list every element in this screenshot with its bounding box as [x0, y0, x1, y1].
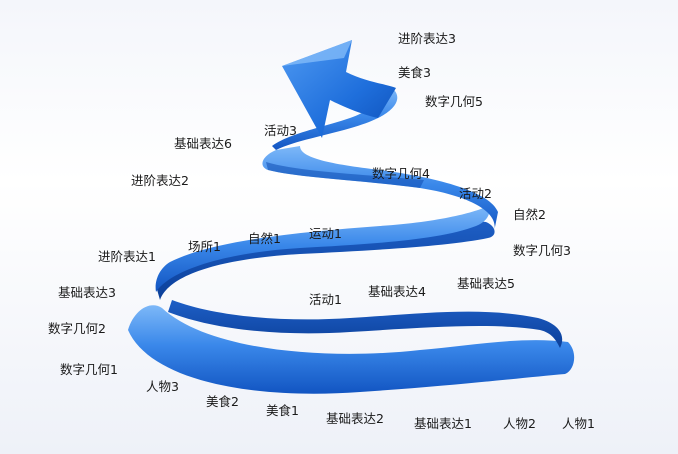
label-nature-2: 自然2 [513, 207, 546, 222]
ribbon-middle-front [155, 206, 490, 292]
label-basic-expression-4: 基础表达4 [368, 284, 426, 299]
label-advanced-expression-2: 进阶表达2 [131, 173, 189, 188]
label-nature-1: 自然1 [248, 231, 281, 246]
label-basic-expression-3: 基础表达3 [58, 285, 116, 300]
label-food-1: 美食1 [266, 403, 299, 418]
label-people-3: 人物3 [146, 379, 179, 394]
label-basic-expression-6: 基础表达6 [174, 136, 232, 151]
ribbon-upper-band [262, 146, 498, 232]
label-sport-1: 运动1 [309, 226, 342, 241]
label-basic-expression-2: 基础表达2 [326, 411, 384, 426]
label-activity-1: 活动1 [309, 292, 342, 307]
label-basic-expression-5: 基础表达5 [457, 276, 515, 291]
label-food-3: 美食3 [398, 65, 431, 80]
label-advanced-expression-1: 进阶表达1 [98, 249, 156, 264]
label-number-geometry-4: 数字几何4 [372, 166, 430, 181]
label-people-1: 人物1 [562, 416, 595, 431]
label-place-1: 场所1 [188, 239, 221, 254]
label-number-geometry-1: 数字几何1 [60, 362, 118, 377]
label-basic-expression-1: 基础表达1 [414, 416, 472, 431]
label-activity-2: 活动2 [459, 186, 492, 201]
arrow-head-highlight [282, 40, 352, 66]
ribbon-bottom-curl [168, 300, 563, 348]
ribbon-upper-shadow [266, 162, 424, 188]
label-food-2: 美食2 [206, 394, 239, 409]
label-people-2: 人物2 [503, 416, 536, 431]
label-number-geometry-2: 数字几何2 [48, 321, 106, 336]
label-number-geometry-3: 数字几何3 [513, 243, 571, 258]
ribbon-bottom-band [128, 305, 575, 394]
arrow-head [282, 40, 396, 138]
label-activity-3: 活动3 [264, 123, 297, 138]
label-number-geometry-5: 数字几何5 [425, 94, 483, 109]
ribbon-middle-back [156, 220, 495, 300]
label-advanced-expression-3: 进阶表达3 [398, 31, 456, 46]
ribbon-top-twist [272, 88, 398, 150]
